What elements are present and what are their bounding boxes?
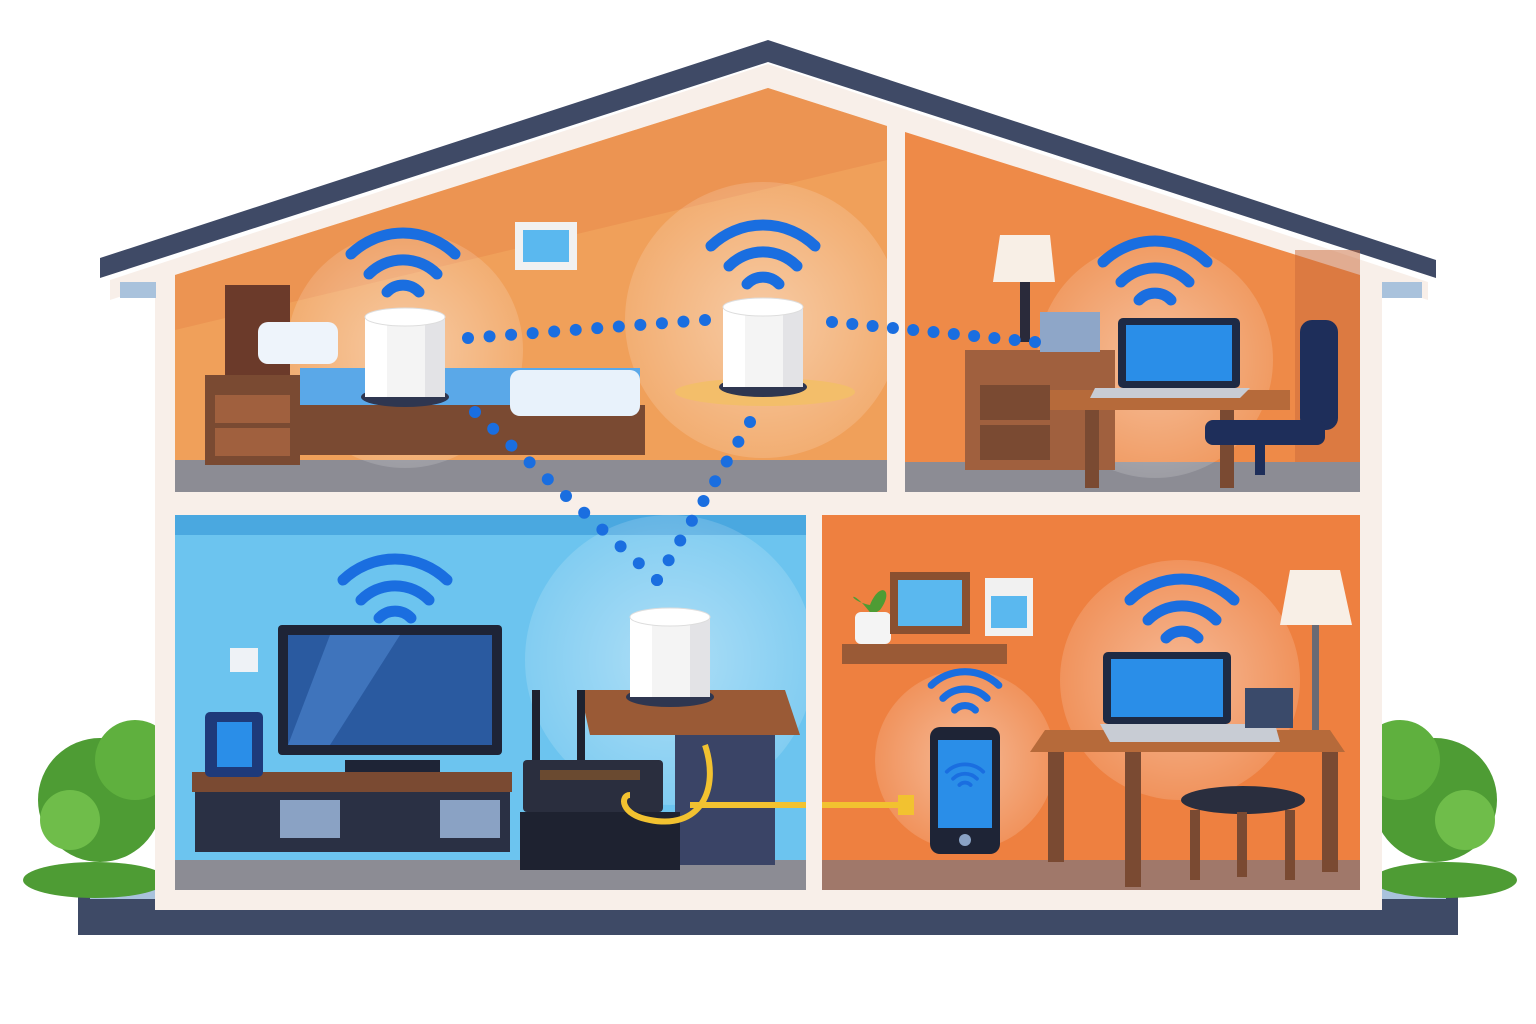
mesh-link-dot — [720, 455, 733, 468]
mesh-link-dot — [988, 332, 1001, 344]
bush-right — [1360, 720, 1517, 898]
tv-stand — [192, 772, 512, 852]
mesh-link-dot — [677, 315, 690, 328]
smartphone-icon — [930, 727, 1000, 854]
mesh-link-dot — [578, 506, 591, 519]
mesh-link-dot — [548, 325, 561, 338]
mesh-link-dot — [591, 322, 604, 335]
mesh-node-icon — [718, 297, 808, 398]
mesh-link-dot — [612, 320, 625, 333]
tv-icon — [278, 625, 502, 772]
mesh-link-dot — [709, 475, 722, 488]
router-icon — [520, 690, 680, 870]
mesh-link-dot — [541, 473, 554, 486]
mesh-link-dot — [866, 320, 879, 332]
bush-left — [23, 720, 175, 898]
mesh-link-dot — [614, 540, 627, 553]
mesh-link-dots: /* placeholder */ — [462, 314, 1041, 586]
mesh-link-dot — [947, 328, 960, 340]
mesh-link-dot — [487, 422, 500, 435]
ethernet-cable — [621, 744, 900, 825]
mesh-link-dot — [826, 316, 838, 328]
laptop-icon — [1090, 318, 1250, 398]
tablet-device — [205, 712, 263, 777]
mesh-link-dot — [1008, 334, 1021, 346]
mesh-link-dot — [846, 318, 859, 330]
mesh-link-dot — [596, 523, 609, 536]
mesh-link-dot — [699, 314, 711, 326]
mesh-link-dot — [505, 439, 518, 452]
mesh-link-dot — [685, 514, 698, 527]
plant-icon — [853, 590, 891, 644]
mesh-link-dot — [651, 574, 663, 586]
mesh-link-dot — [968, 330, 981, 342]
mesh-link-dot — [505, 328, 518, 341]
mesh-link-dot — [569, 323, 582, 336]
mesh-link-dot — [483, 330, 496, 343]
floor-lamp-icon — [1280, 570, 1352, 745]
stool-icon — [1181, 786, 1305, 880]
mesh-link-dot — [697, 495, 710, 507]
mesh-link-dot — [744, 416, 756, 428]
mesh-link-dot — [886, 322, 899, 334]
mesh-link-dot — [1029, 336, 1041, 348]
mesh-node-icon — [360, 307, 450, 408]
mesh-node-icon — [625, 607, 715, 708]
mesh-link-dot — [927, 326, 940, 338]
mesh-link-dot — [674, 534, 687, 547]
mesh-link-dot — [462, 332, 474, 344]
mesh-link-dot — [662, 554, 675, 567]
chair-icon — [1205, 320, 1338, 475]
mesh-link-dot — [560, 490, 572, 502]
mesh-link-dot — [523, 456, 536, 469]
mesh-link-dot — [655, 317, 668, 330]
mesh-link-dot — [469, 406, 481, 418]
lamp-icon — [993, 235, 1055, 342]
side-table — [580, 690, 800, 865]
mesh-link-dot — [907, 324, 920, 336]
laptop-icon — [1100, 652, 1293, 742]
mesh-link-dot — [634, 318, 647, 331]
nightstand — [205, 375, 300, 465]
mesh-link-dot — [526, 327, 539, 340]
mesh-link-dot — [632, 557, 645, 570]
mesh-link-dot — [732, 435, 745, 448]
